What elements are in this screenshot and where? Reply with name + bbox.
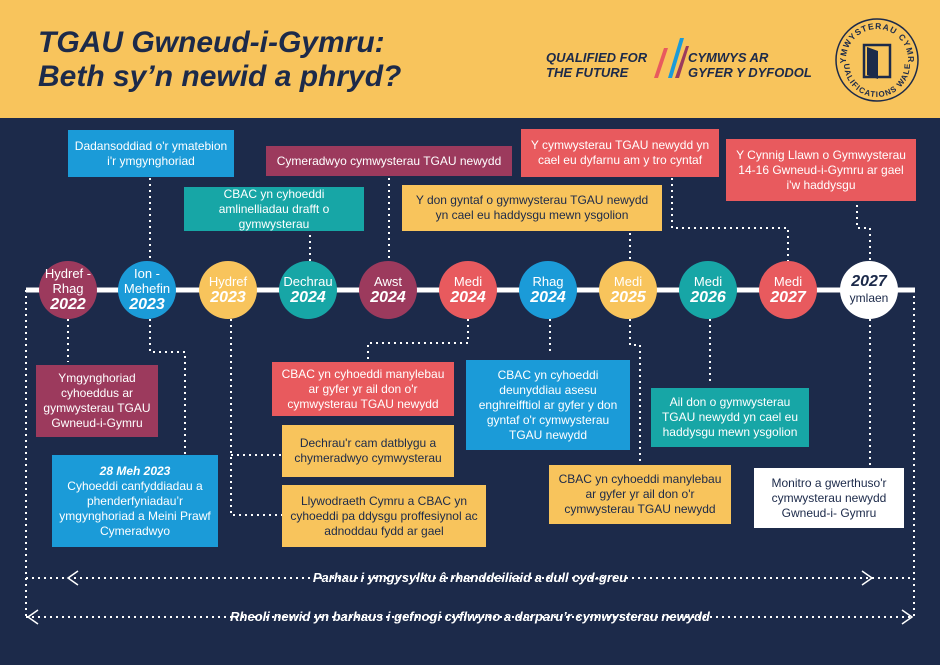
event-box-above: Dadansoddiad o'r ymatebion i'r ymgynghor… xyxy=(68,130,234,177)
page-title: TGAU Gwneud-i-Gymru: Beth sy’n newid a p… xyxy=(38,26,401,94)
logo-en-line-1: QUALIFIED FOR xyxy=(546,50,648,65)
timeline-circle: Ion - Mehefin 2023 xyxy=(118,261,176,319)
event-text: Cymeradwyo cymwysterau TGAU newydd xyxy=(276,153,502,168)
event-text: Y don gyntaf o gymwysterau TGAU newydd y… xyxy=(415,193,649,222)
event-text: Ail don o gymwysterau TGAU newydd yn cae… xyxy=(661,395,799,439)
logo-welsh-text: CYMWYS AR GYFER Y DYFODOL xyxy=(688,50,828,80)
timeline-circle: Dechrau 2024 xyxy=(279,261,337,319)
event-text: Monitro a gwerthuso'r cymwysterau newydd… xyxy=(771,475,887,520)
circle-year: 2024 xyxy=(370,288,406,306)
arrow-right-icon xyxy=(861,570,874,586)
circle-label: Rhag xyxy=(532,273,564,289)
event-text: Dadansoddiad o'r ymatebion i'r ymgynghor… xyxy=(74,138,228,168)
event-date: 28 Meh 2023 xyxy=(99,463,171,478)
timeline-circle: Medi 2025 xyxy=(599,261,657,319)
logo-english-text: QUALIFIED FOR THE FUTURE xyxy=(546,50,656,80)
circle-label: Medi xyxy=(773,273,803,289)
event-box-below: Llywodraeth Cymru a CBAC yn cyhoeddi pa … xyxy=(282,485,486,547)
arrow-right-icon xyxy=(901,609,914,625)
circle-label: Hydref - Rhag xyxy=(44,266,92,296)
title-line-1: TGAU Gwneud-i-Gymru: xyxy=(38,26,385,59)
event-text: Ymgynghoriad cyhoeddus ar gymwysterau TG… xyxy=(43,371,151,430)
circle-year: 2025 xyxy=(610,288,646,306)
timeline-circle: Rhag 2024 xyxy=(519,261,577,319)
arrow-left-icon xyxy=(66,570,79,586)
circle-year: 2023 xyxy=(210,288,246,306)
event-text: CBAC yn cyhoeddi deunyddiau asesu enghre… xyxy=(478,367,618,442)
event-text: Cyhoeddi canfyddiadau a phenderfyniadau’… xyxy=(59,478,211,538)
engagement-banner: Parhau i ymgysylltu â rhanddeiliaid a du… xyxy=(312,570,628,585)
event-text: Y Cynnig Llawn o Gymwysterau 14-16 Gwneu… xyxy=(736,147,906,192)
circle-label: Ion - Mehefin xyxy=(123,266,171,296)
event-box-below: CBAC yn cyhoeddi deunyddiau asesu enghre… xyxy=(466,360,630,450)
event-text: Llywodraeth Cymru a CBAC yn cyhoeddi pa … xyxy=(290,493,478,538)
event-text: Y cymwysterau TGAU newydd yn cael eu dyf… xyxy=(530,138,710,167)
arrowheads xyxy=(26,570,914,625)
circle-label: ymlaen xyxy=(849,290,889,305)
circle-year: 2023 xyxy=(129,296,165,313)
circle-label: Medi xyxy=(693,273,723,289)
event-text: CBAC yn cyhoeddi manylebau ar gyfer yr a… xyxy=(558,472,722,516)
circle-year: 2024 xyxy=(450,288,486,306)
event-box-below: CBAC yn cyhoeddi manylebau ar gyfer yr a… xyxy=(272,362,454,416)
circle-label: Medi xyxy=(453,273,483,289)
circle-year: 2024 xyxy=(530,288,566,306)
circle-label: Dechrau xyxy=(283,273,333,289)
event-box-above: Cymeradwyo cymwysterau TGAU newydd xyxy=(266,146,512,176)
event-box-below: CBAC yn cyhoeddi manylebau ar gyfer yr a… xyxy=(549,465,731,524)
header-band: TGAU Gwneud-i-Gymru: Beth sy’n newid a p… xyxy=(0,0,940,118)
circle-label: Medi xyxy=(613,273,643,289)
circle-year: 2022 xyxy=(50,296,86,313)
timeline-circle: Medi 2026 xyxy=(679,261,737,319)
logo-cy-line-1: CYMWYS AR xyxy=(688,50,769,65)
logo-cy-line-2: GYFER Y DYFODOL xyxy=(688,65,812,80)
dotted-connectors xyxy=(25,178,915,618)
circle-year: 2026 xyxy=(690,288,726,306)
event-box-below: 28 Meh 2023 Cyhoeddi canfyddiadau a phen… xyxy=(52,455,218,547)
event-box-above: Y cymwysterau TGAU newydd yn cael eu dyf… xyxy=(521,129,719,177)
rainbow-stripes-icon xyxy=(654,38,689,78)
circle-year: 2024 xyxy=(290,288,326,306)
event-box-below: Dechrau'r cam datblygu a chymeradwyo cym… xyxy=(282,425,454,477)
door-icon xyxy=(862,43,892,79)
event-box-below: Ymgynghoriad cyhoeddus ar gymwysterau TG… xyxy=(36,365,158,437)
timeline-circle: Hydref 2023 xyxy=(199,261,257,319)
event-text: CBAC yn cyhoeddi amlinelliadau drafft o … xyxy=(218,186,330,231)
timeline-circle: 2027 ymlaen xyxy=(840,261,898,319)
timeline-circle: Medi 2027 xyxy=(759,261,817,319)
change-management-banner: Rheoli newid yn barhaus i gefnogi cyflwy… xyxy=(230,609,710,624)
arrow-left-icon xyxy=(26,609,39,625)
event-box-above: Y Cynnig Llawn o Gymwysterau 14-16 Gwneu… xyxy=(726,139,916,201)
circle-label: Awst xyxy=(374,273,402,289)
event-box-above: CBAC yn cyhoeddi amlinelliadau drafft o … xyxy=(184,187,364,231)
event-text: CBAC yn cyhoeddi manylebau ar gyfer yr a… xyxy=(281,366,445,411)
event-text: Dechrau'r cam datblygu a chymeradwyo cym… xyxy=(294,436,442,465)
timeline-circle: Hydref - Rhag 2022 xyxy=(39,261,97,319)
circle-year: 2027 xyxy=(851,272,887,290)
timeline-circle: Medi 2024 xyxy=(439,261,497,319)
circle-year: 2027 xyxy=(770,288,806,306)
timeline-circle: Awst 2024 xyxy=(359,261,417,319)
event-box-above: Y don gyntaf o gymwysterau TGAU newydd y… xyxy=(402,185,662,231)
title-line-2: Beth sy’n newid a phryd? xyxy=(38,60,402,93)
event-box-below: Monitro a gwerthuso'r cymwysterau newydd… xyxy=(754,468,904,528)
circle-label: Hydref xyxy=(208,273,248,289)
event-box-below: Ail don o gymwysterau TGAU newydd yn cae… xyxy=(651,388,809,447)
logo-en-line-2: THE FUTURE xyxy=(546,65,629,80)
